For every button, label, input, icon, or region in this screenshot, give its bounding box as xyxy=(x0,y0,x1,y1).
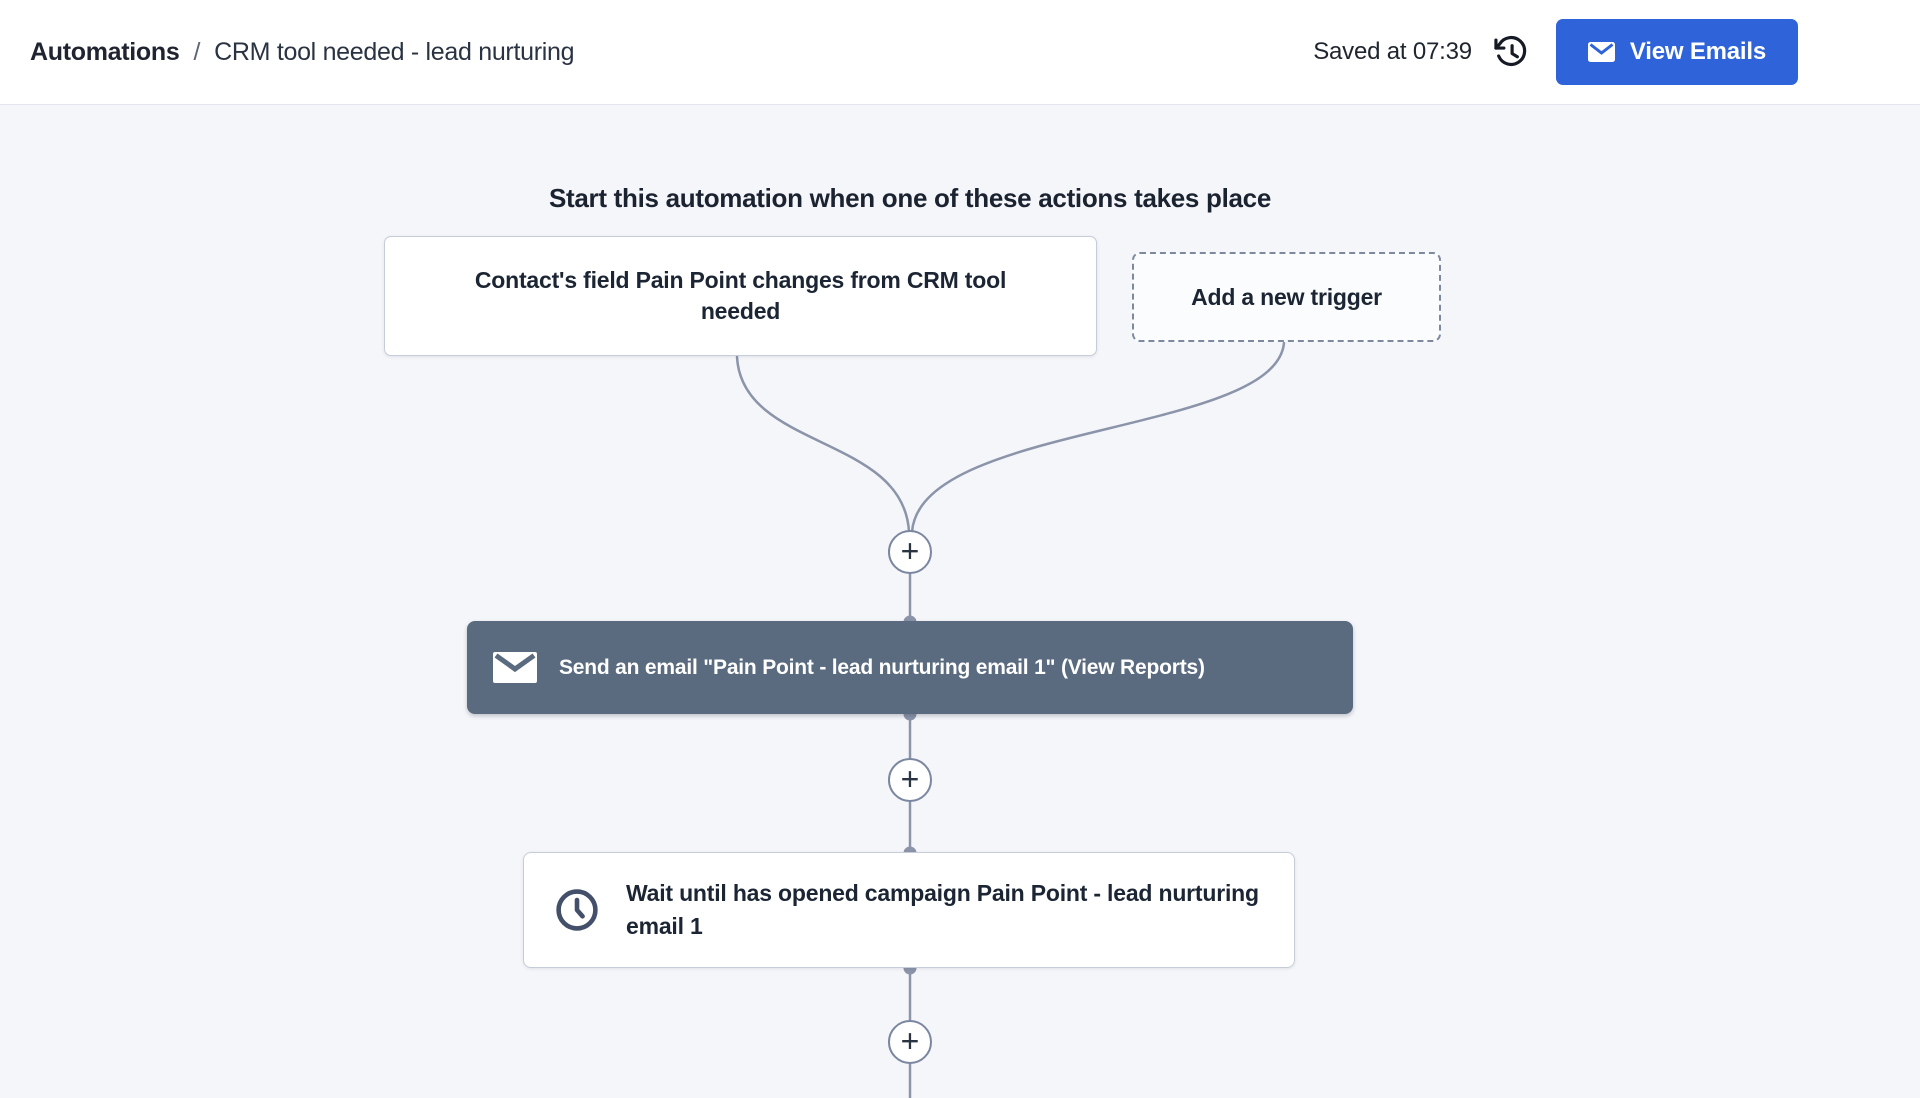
breadcrumb-automations-link[interactable]: Automations xyxy=(30,37,180,66)
add-trigger-to-merge-curve xyxy=(910,341,1286,534)
trigger-section-heading: Start this automation when one of these … xyxy=(548,183,1272,213)
clock-icon xyxy=(554,887,600,933)
mail-icon xyxy=(493,652,537,683)
add-action-button-2[interactable]: + xyxy=(888,758,932,802)
automation-canvas: Start this automation when one of these … xyxy=(0,105,1920,1098)
send-email-node[interactable]: Send an email "Pain Point - lead nurturi… xyxy=(467,621,1353,714)
breadcrumb: Automations / CRM tool needed - lead nur… xyxy=(30,37,575,67)
breadcrumb-current-automation: CRM tool needed - lead nurturing xyxy=(214,37,575,66)
view-emails-label: View Emails xyxy=(1629,38,1766,65)
add-new-trigger-label: Add a new trigger xyxy=(1191,283,1382,310)
top-header: Automations / CRM tool needed - lead nur… xyxy=(0,0,1920,105)
add-action-button-3[interactable]: + xyxy=(888,1020,932,1064)
history-clock-icon xyxy=(1492,33,1530,71)
wait-until-node[interactable]: Wait until has opened campaign Pain Poin… xyxy=(523,852,1295,968)
wait-until-node-label: Wait until has opened campaign Pain Poin… xyxy=(626,880,1259,939)
add-action-button-1[interactable]: + xyxy=(888,530,932,574)
breadcrumb-separator: / xyxy=(193,37,201,66)
trigger-node-label: Contact's field Pain Point changes from … xyxy=(474,267,1007,324)
mail-icon xyxy=(1587,42,1615,62)
revision-history-button[interactable] xyxy=(1490,31,1532,73)
saved-status: Saved at 07:39 xyxy=(1313,38,1472,65)
add-new-trigger-button[interactable]: Add a new trigger xyxy=(1132,252,1441,342)
view-emails-button[interactable]: View Emails xyxy=(1555,19,1798,85)
trigger-node[interactable]: Contact's field Pain Point changes from … xyxy=(384,236,1097,356)
trigger-to-merge-curve xyxy=(735,355,911,534)
send-email-node-label: Send an email "Pain Point - lead nurturi… xyxy=(559,655,1205,679)
